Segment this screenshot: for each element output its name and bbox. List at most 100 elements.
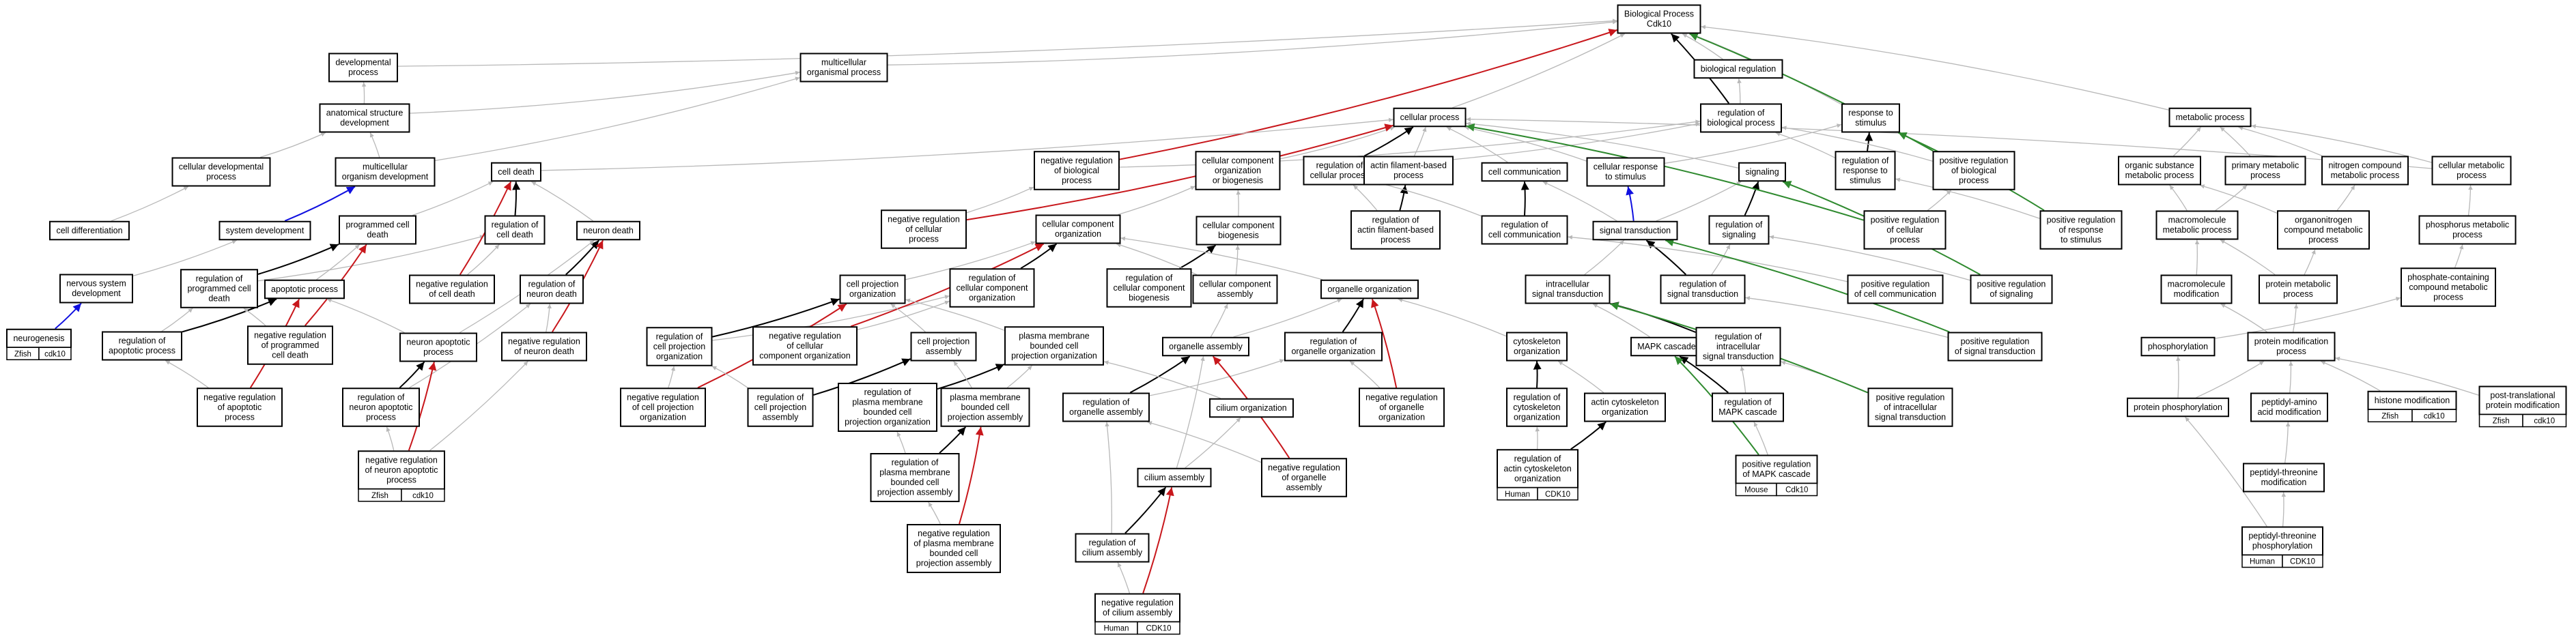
term-label-line: organonitrogen [2295,215,2352,224]
edge-regulates [937,363,1005,390]
term-label-line: process [1393,171,1424,180]
species-tag-species: Human [1505,491,1530,499]
term-label-line: negative regulation [1041,156,1113,165]
edge-regulates [712,297,840,338]
term-label-line: neuron death [583,226,634,235]
term-label-line: histone modification [2375,396,2450,405]
term-label-line: cytoskeleton [1513,403,1561,412]
term-label-line: neuron death [526,289,577,299]
term-box [218,220,311,241]
term-label-line: assembly [926,347,963,356]
term-label-line: metabolic process [2163,225,2232,235]
term-box [1693,59,1783,79]
edge-is-a [467,244,500,276]
term-label-line: process [2308,235,2338,244]
species-tag-gene: Cdk10 [1785,486,1808,495]
term-label-line: signaling [1722,230,1755,239]
term-box [264,279,345,300]
term-box [1209,398,1294,418]
term-label-line: of neuron death [514,347,574,356]
term-label-line: cell differentiation [56,226,122,235]
edge-is-a [2336,185,2355,211]
term-label-line: process [366,412,396,422]
term-label-line: signal transduction [1875,412,1946,422]
edge-negatively-regulates [966,123,1393,221]
term-box [1586,157,1665,187]
edge-is-a [2220,126,2251,156]
edge-negatively-regulates [959,426,984,525]
term-label-line: of biological [1951,166,1996,175]
term-label-line: response to [1843,166,1887,175]
edge-is-a [966,186,1034,214]
species-tag-gene: CDK10 [1146,625,1171,633]
edge-is-a [2215,297,2401,339]
term-label-line: cell projection [847,280,898,289]
edge-is-a [1682,33,1723,60]
edge-is-a [905,298,1005,331]
species-tag-species: Zfish [2493,418,2510,426]
edge-is-a [1711,244,1731,275]
go-term-signaling: signaling [1738,162,1786,182]
term-label-line: cellular developmental [179,162,264,172]
term-label-line: organization [1215,166,1261,175]
term-label-line: death [208,293,229,303]
edge-is-a [1210,304,1228,338]
edge-is-a [2215,185,2248,211]
term-label-line: of apoptotic [218,403,262,412]
edge-regulates [399,361,425,389]
term-label-line: negative regulation [1101,598,1174,608]
term-box [2224,156,2306,186]
edge-regulates [813,358,911,396]
go-term-cell-diff: cell differentiation [49,220,130,241]
term-label-line: organization [1055,229,1101,239]
term-label-line: process [2452,230,2482,239]
term-label-line: protein modification [2486,400,2560,410]
term-label-line: development [340,118,389,128]
edge-is-a [2185,416,2267,527]
term-label-line: metabolic process [2331,171,2400,180]
edge-is-a [905,241,1036,280]
term-box [1708,215,1770,245]
term-box [839,274,906,304]
edge-is-a [1745,295,1948,338]
term-label-line: neurogenesis [13,334,64,343]
term-label-line: positive regulation [1876,392,1945,402]
term-label-line: post-translational [2490,391,2555,400]
term-box [520,274,584,304]
species-tag-gene: CDK10 [1545,491,1570,499]
term-label-line: development [72,289,121,298]
term-box [328,53,398,83]
term-label-line: of response [2058,225,2103,235]
species-tag-gene-cell [1776,482,1818,497]
term-label-line: of MAPK cascade [1742,469,1810,479]
term-label-line: macromolecule [2168,280,2226,289]
term-box [799,53,888,83]
term-label-line: regulation of [656,332,703,341]
edge-is-a [386,426,395,451]
edge-is-a [1398,297,1507,337]
term-box [1592,220,1678,241]
edge-is-a [1568,235,1848,282]
term-label-line: organelle organization [1291,347,1375,356]
edge-is-a [712,295,950,341]
term-label-line: cell projection [754,403,806,412]
term-label-line: bounded cell [930,549,978,558]
term-label-line: Cdk10 [1647,19,1671,29]
term-label-line: regulation of [1514,454,1561,463]
term-box [1075,533,1150,563]
edge-is-a [1006,365,1033,388]
term-label-line: multicellular [363,162,408,172]
term-label-line: organismal process [807,68,881,77]
